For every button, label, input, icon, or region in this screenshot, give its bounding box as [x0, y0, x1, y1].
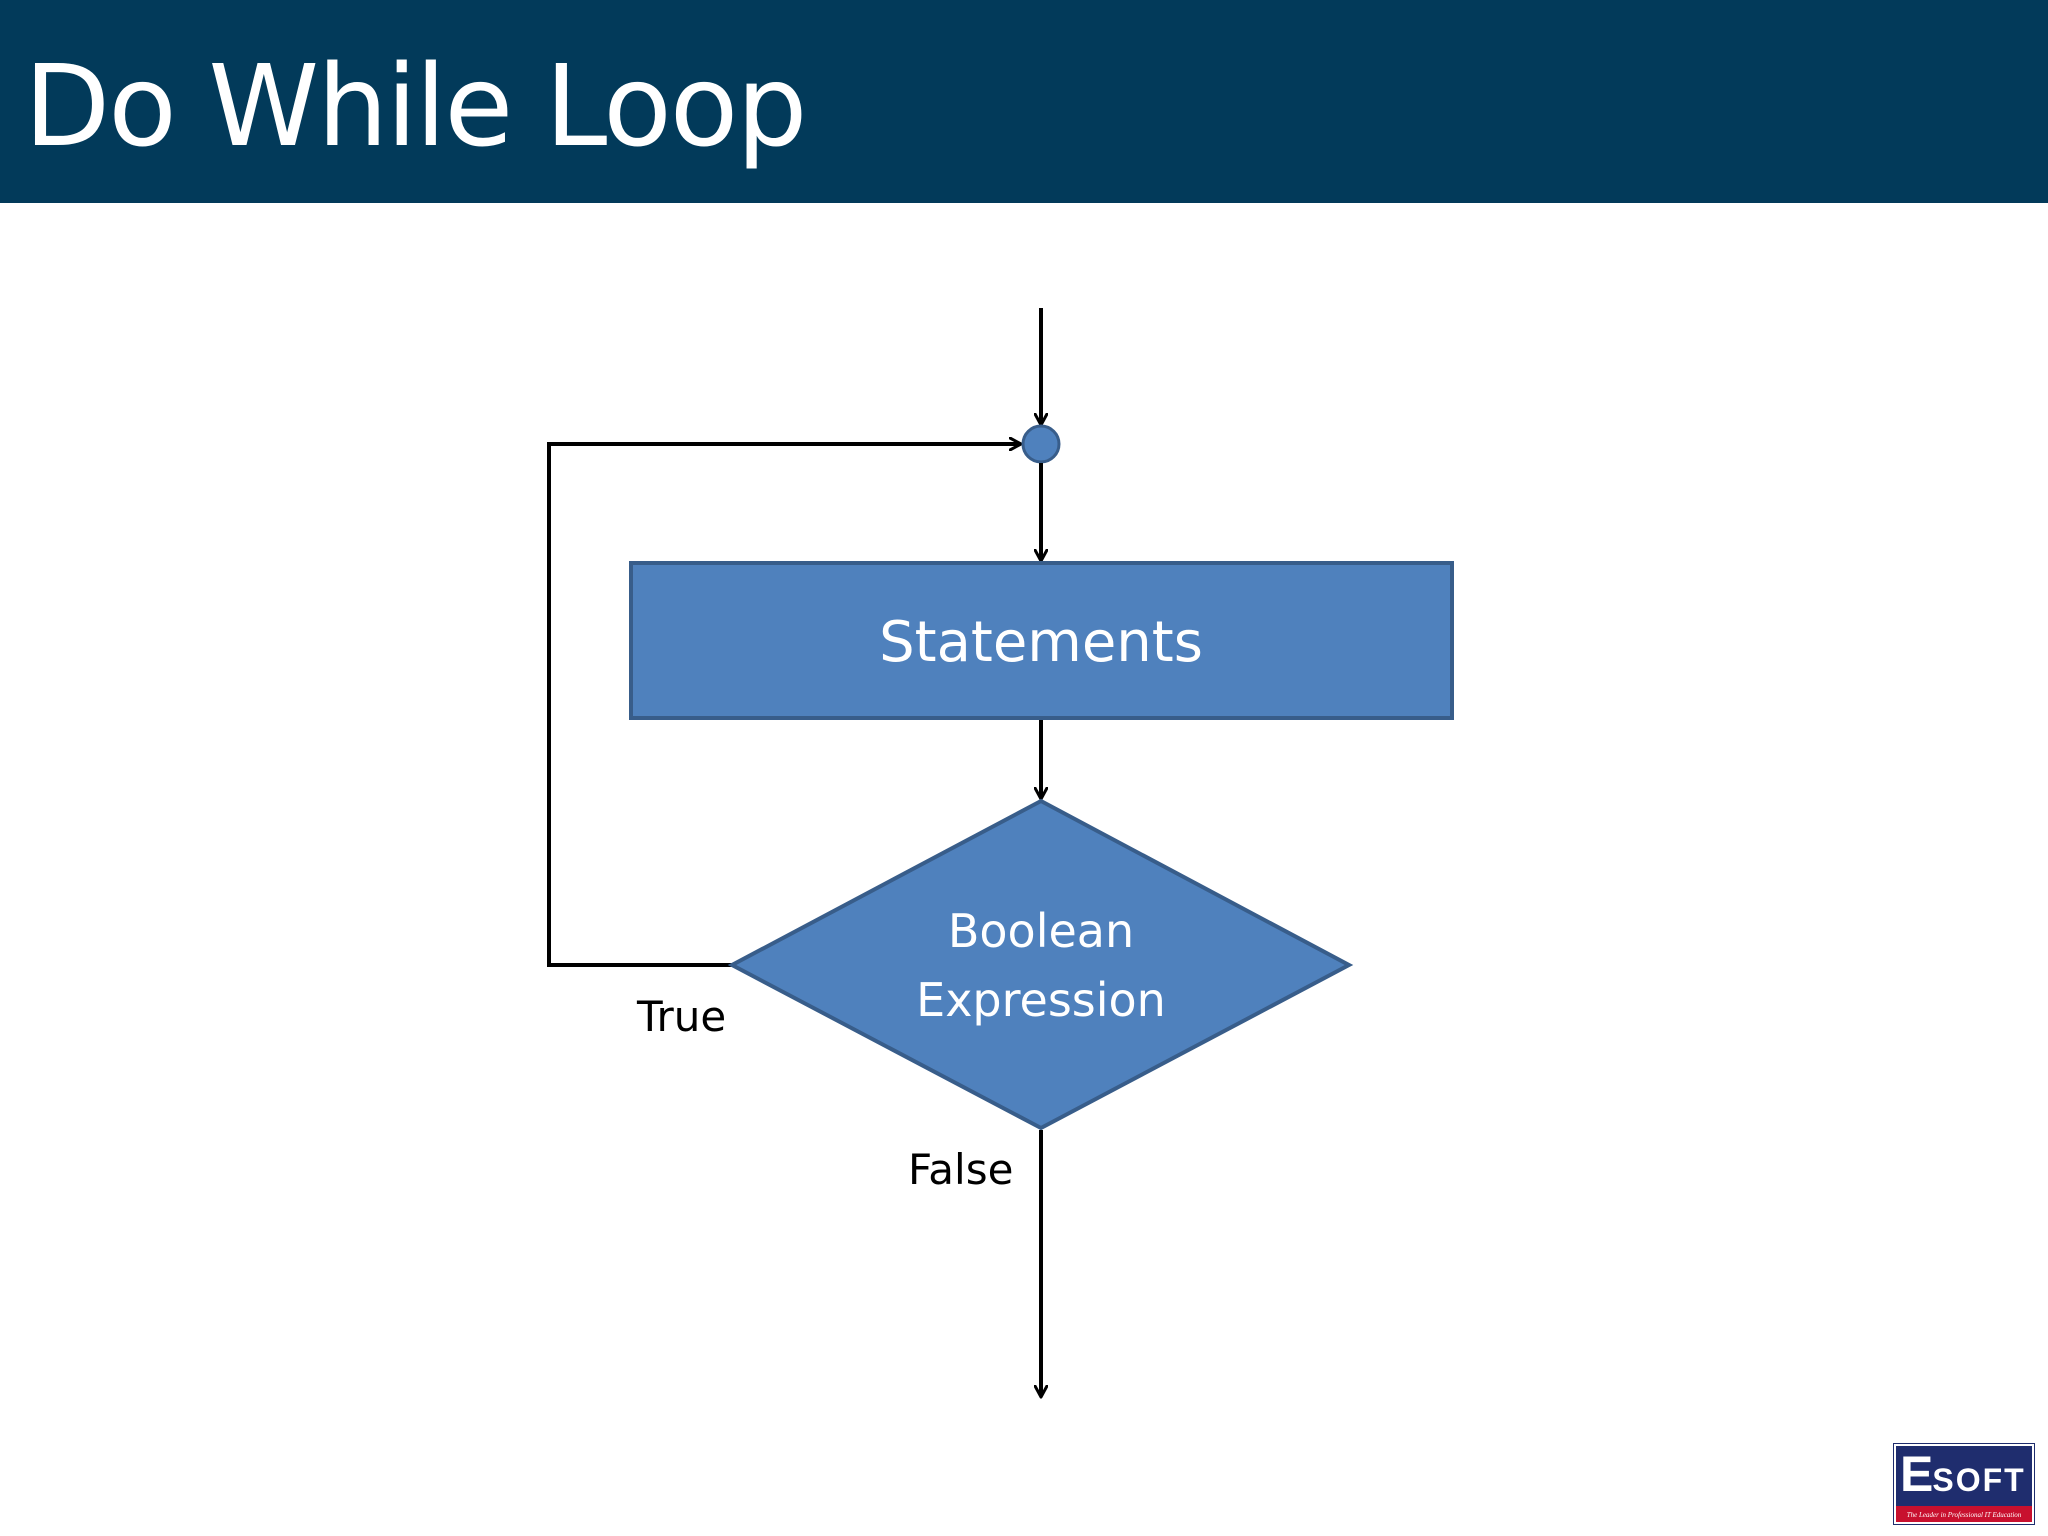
logo-wordmark: ESOFT	[1900, 1448, 2028, 1500]
logo-rest: SOFT	[1932, 1462, 2026, 1498]
statements-box	[629, 561, 1454, 720]
esoft-logo: ESOFT The Leader in Professional IT Educ…	[1894, 1444, 2034, 1524]
logo-tagline: The Leader in Professional IT Education	[1906, 1511, 2022, 1519]
false-edge-label: False	[908, 1145, 1013, 1194]
page-title: Do While Loop	[24, 42, 807, 172]
decision-label-line-2: Expression	[916, 973, 1166, 1027]
decision-label-line-1: Boolean	[948, 904, 1134, 958]
logo-initial: E	[1900, 1446, 1933, 1502]
true-edge-label: True	[636, 992, 726, 1041]
logo-red-strip	[1896, 1506, 2032, 1522]
title-bar: Do While Loop	[0, 0, 2048, 203]
loop-back-connector	[547, 444, 1020, 967]
decision-diamond	[727, 798, 1354, 1131]
junction-node	[1021, 424, 1061, 464]
statements-label: Statements	[879, 610, 1203, 675]
